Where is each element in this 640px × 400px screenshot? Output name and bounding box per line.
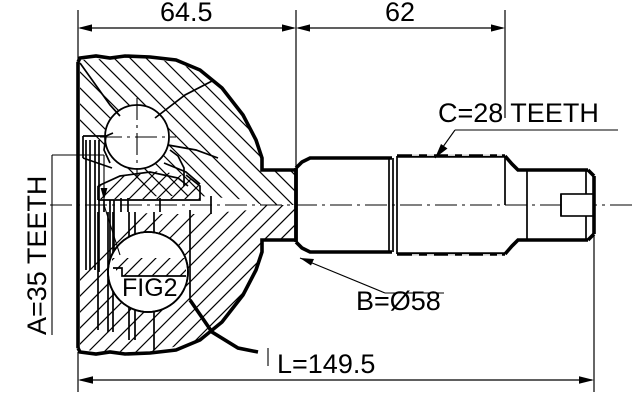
- dimension-overall-length: L=149.5: [77, 236, 595, 392]
- label-b-diameter: B=Ø58: [299, 257, 444, 316]
- dimension-62-text: 62: [385, 0, 415, 27]
- dimension-62: 62: [296, 0, 506, 118]
- label-a-35-teeth-text: A=35 TEETH: [22, 176, 52, 335]
- mid-flange: [294, 156, 352, 254]
- label-c-28-teeth-text: C=28 TEETH: [438, 98, 599, 128]
- fig2-detail-callout: FIG2: [107, 231, 189, 313]
- stub-shaft: [352, 156, 398, 254]
- label-a-35-teeth: A=35 TEETH: [22, 154, 121, 335]
- dimension-overall-length-text: L=149.5: [277, 349, 375, 379]
- end-journal: [524, 168, 596, 242]
- splined-shaft: [397, 154, 524, 256]
- fig2-label-text: FIG2: [122, 274, 178, 302]
- label-b-diameter-text: B=Ø58: [356, 286, 441, 316]
- inner-race-contours-upper: [79, 62, 219, 201]
- label-c-28-teeth: C=28 TEETH: [434, 98, 618, 159]
- dimension-64-5: 64.5: [77, 0, 297, 170]
- joint-outer-housing: [76, 54, 298, 356]
- inner-race-hatching-upper: [98, 171, 200, 199]
- dimension-64-5-text: 64.5: [160, 0, 213, 27]
